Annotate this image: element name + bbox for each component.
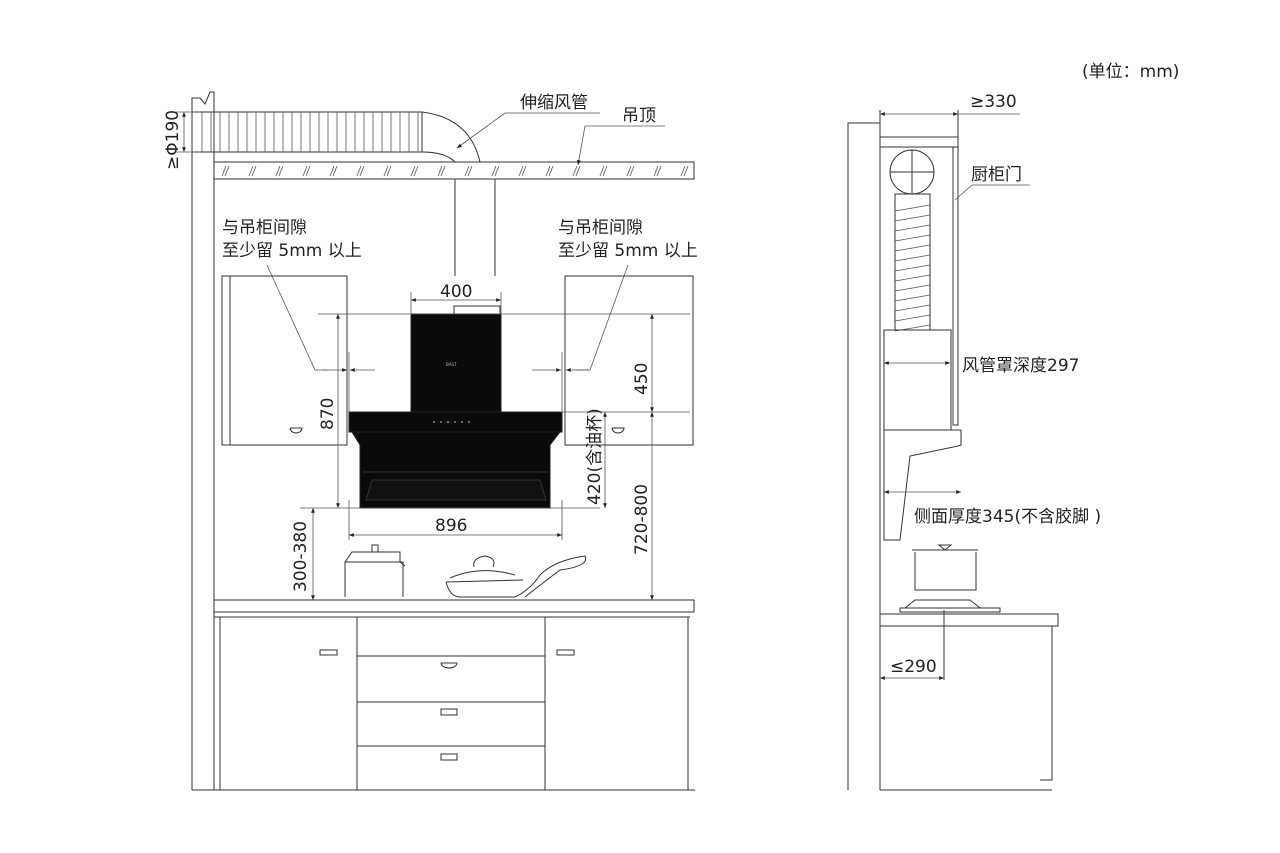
hood-side [883,429,962,541]
pot [344,544,406,597]
side-wall [847,122,881,790]
hatch-line [278,165,284,177]
gap-note-right-2: 至少留 5mm 以上 [558,241,698,261]
hatch-line [545,165,551,177]
chimney-height-dim: 450 [632,363,652,395]
range-hood: BAST [348,305,563,509]
hatch-line [894,264,931,272]
side-thickness: 侧面厚度345(不含胶脚 ) [914,507,1101,527]
ceiling [213,161,695,180]
hatch-line [894,254,931,262]
left-wall [191,91,215,790]
duct-label: 伸缩风管 [520,93,588,113]
hatch-line [329,165,335,177]
hatch-line [602,165,608,177]
upper-cabinet-right [564,275,694,446]
flexible-duct [191,111,481,163]
hatch-line [410,165,416,177]
hatch-line [302,165,308,177]
cabinet-door-label: 厨柜门 [971,165,1022,185]
hatch-line [894,244,931,252]
hatch-line [248,165,254,177]
hatch-line [572,165,578,177]
depth-min-dim: ≥330 [970,92,1017,112]
countertop [213,599,695,613]
hatch-line [383,165,389,177]
hatch-line [680,165,686,177]
hatch-line [521,165,527,177]
hatch-line [894,304,931,312]
side-view: ≥330 厨柜门 风管罩深度297 侧面厚度345(不含胶脚 ) ≤290 [847,92,1101,791]
hatch-line [494,165,500,177]
duct-diameter-dim: ≥Φ190 [163,110,183,170]
body-height-dim: 420(含油杯) [585,408,605,505]
hatch-line [440,165,446,177]
pan [445,555,587,598]
hatch-line [656,165,662,177]
hatch-line [894,224,931,232]
hatch-line [653,165,659,177]
install-to-stove-dim: 300-380 [291,521,311,592]
total-height-dim: 870 [318,398,338,430]
front-view: ≥Φ190 伸缩风管 吊顶 与吊柜间隙 至少留 5mm 以上 与吊柜间隙 至少留… [163,91,698,791]
counter-depth-dim: ≤290 [890,657,937,677]
hatch-line [332,165,338,177]
hatch-line [894,294,931,302]
hatch-line [464,165,470,177]
hatch-line [437,165,443,177]
lower-cabinet-left [219,616,358,791]
hatch-line [305,165,311,177]
hatch-line [626,165,632,177]
ceiling-label: 吊顶 [622,106,656,126]
hatch-line [491,165,497,177]
hatch-line [894,314,931,322]
hatch-line [359,165,365,177]
hatch-line [275,165,281,177]
unit-note: (单位：mm) [1082,62,1179,82]
hatch-line [894,274,931,282]
hatch-line [386,165,392,177]
hatch-line [251,165,257,177]
hatch-line [894,204,931,212]
gap-note-right-1: 与吊柜间隙 [558,218,643,238]
hatch-line [683,165,689,177]
hatch-line [356,165,362,177]
cabinet-door [952,146,959,426]
hatch-line [575,165,581,177]
duct-cover-depth: 风管罩深度297 [962,356,1079,376]
lower-cabinet-right [544,616,689,791]
hatch-line [894,284,931,292]
upper-cabinet-left [221,275,348,446]
hatch-line [548,165,554,177]
drawer-stack [356,616,546,791]
install-to-counter-dim: 720-800 [632,484,652,555]
gap-note-left-1: 与吊柜间隙 [222,218,307,238]
duct-cover [883,329,952,431]
side-countertop [879,613,1059,627]
hatch-line [599,165,605,177]
hatch-line [221,165,227,177]
svg-text:BAST: BAST [446,362,457,367]
gap-note-left-2: 至少留 5mm 以上 [222,241,362,261]
hatch-line [894,214,931,222]
hatch-line [224,165,230,177]
hatch-line [518,165,524,177]
side-duct [894,193,931,331]
chimney-width-dim: 400 [440,282,472,302]
hatch-line [629,165,635,177]
hatch-line [413,165,419,177]
hatch-line [894,234,931,242]
width-dim: 896 [435,516,467,536]
hatch-line [467,165,473,177]
